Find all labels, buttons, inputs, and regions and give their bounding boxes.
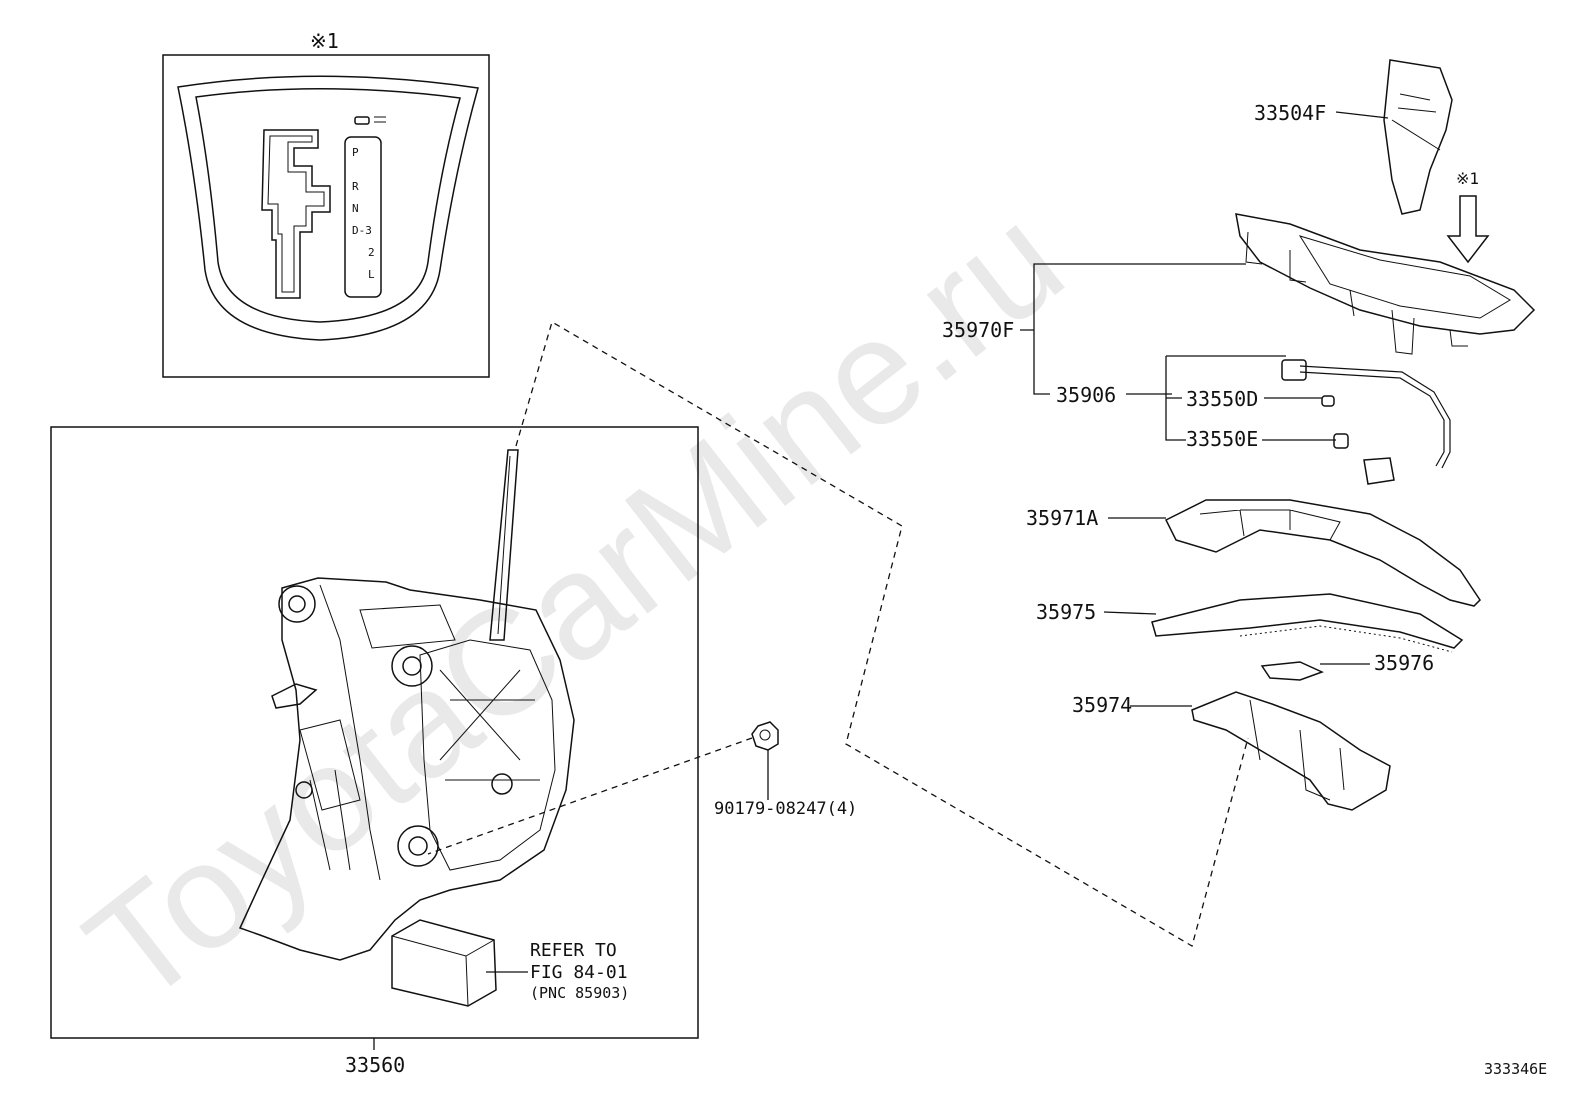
housing-detail-4 (299, 719, 361, 871)
housing-detail-3 (439, 669, 540, 781)
inset-note-marker: ※1 (310, 29, 339, 53)
part-label-35906[interactable]: 35906 (1056, 383, 1116, 407)
gate-label-p: P (352, 146, 359, 159)
housing-detail-2 (419, 639, 556, 871)
gate-label-d3: D-3 (352, 224, 372, 237)
bulb-wire-2 (1299, 365, 1451, 469)
indicator-housing[interactable] (1235, 213, 1536, 335)
slide-plate-upper[interactable] (1164, 499, 1481, 607)
bezel-outline (177, 75, 479, 341)
housing-clips (1245, 231, 1468, 355)
right-components (1151, 59, 1536, 811)
refer-note-line1: REFER TO (530, 940, 617, 961)
pivot-boss-left (278, 585, 316, 623)
part-label-33550e[interactable]: 33550E (1186, 427, 1258, 451)
slide-plate-grid (1199, 509, 1341, 541)
pivot-boss-upper (391, 645, 433, 687)
side-bracket (271, 683, 318, 709)
gate-slot[interactable] (261, 129, 331, 299)
leader-35975 (1103, 611, 1157, 615)
part-label-nut[interactable]: 90179-08247(4) (714, 799, 857, 819)
boss-right (491, 773, 513, 795)
slide-base[interactable] (1191, 691, 1391, 811)
connector-block-face (391, 935, 495, 1007)
part-label-35975[interactable]: 35975 (1036, 600, 1096, 624)
connector-plug (1363, 457, 1395, 485)
refer-note-line3: (PNC 85903) (530, 984, 629, 1002)
bulb-d-icon[interactable] (1321, 395, 1335, 407)
gate-label-r: R (352, 180, 359, 193)
part-label-35970f[interactable]: 35970F (942, 318, 1014, 342)
gate-slot-inner (267, 135, 325, 293)
slide-cover-teeth (1239, 625, 1453, 653)
housing-detail-5 (359, 604, 456, 649)
watermark: ToyotaCarMine.ru (56, 174, 1092, 1035)
inset-frame (162, 54, 490, 378)
figure-id: 333346E (1484, 1060, 1547, 1078)
arrow-note-marker: ※1 (1456, 169, 1479, 188)
shift-knob-detail (1391, 93, 1441, 151)
part-label-33550d[interactable]: 33550D (1186, 387, 1258, 411)
bulb-e-icon[interactable] (1333, 433, 1349, 449)
lever-housing[interactable] (238, 577, 575, 961)
nut-hole-icon (759, 729, 771, 741)
pivot-boss-lower-hole (408, 836, 428, 856)
slide-base-detail (1249, 699, 1345, 801)
gate-label-n: N (352, 202, 359, 215)
leader-lines (373, 111, 1389, 1050)
part-label-35976[interactable]: 35976 (1374, 651, 1434, 675)
pivot-boss-lower (397, 825, 439, 867)
bulb-socket-body[interactable] (1281, 359, 1307, 381)
gate-label-2: 2 (368, 246, 375, 259)
boss-left-low (295, 781, 313, 799)
slide-clip[interactable] (1260, 661, 1324, 681)
shift-knob[interactable] (1383, 59, 1453, 215)
bezel-inner (195, 88, 461, 323)
part-label-33504f[interactable]: 33504F (1254, 101, 1326, 125)
leader-33504f (1335, 111, 1389, 119)
pivot-boss-upper-hole (402, 656, 422, 676)
explode-line-nut (427, 737, 753, 855)
refer-note-line2[interactable]: FIG 84-01 (530, 962, 628, 983)
housing-detail-1 (319, 584, 381, 881)
connector-block[interactable] (391, 919, 497, 1007)
watermark-text: ToyotaCarMine.ru (56, 174, 1092, 1035)
nut-group (751, 721, 779, 751)
position-strip (344, 136, 382, 298)
part-label-33560[interactable]: 33560 (345, 1053, 405, 1077)
part-label-35971a[interactable]: 35971A (1026, 506, 1098, 530)
leader-35970f (1020, 263, 1246, 395)
indicator-housing-inner (1298, 235, 1511, 319)
leader-35906 (1126, 355, 1286, 441)
indicator-lamp (354, 116, 370, 125)
lever-rod[interactable] (489, 449, 519, 641)
slide-plate-cover[interactable] (1151, 593, 1464, 649)
bulb-wire (1299, 371, 1445, 467)
gate-label-l: L (368, 268, 375, 281)
view-arrow-icon (1446, 195, 1490, 264)
nut-icon[interactable] (751, 721, 779, 751)
part-label-35974[interactable]: 35974 (1072, 693, 1132, 717)
inset-indicator-view (162, 54, 490, 378)
pivot-boss-left-hole (288, 595, 306, 613)
